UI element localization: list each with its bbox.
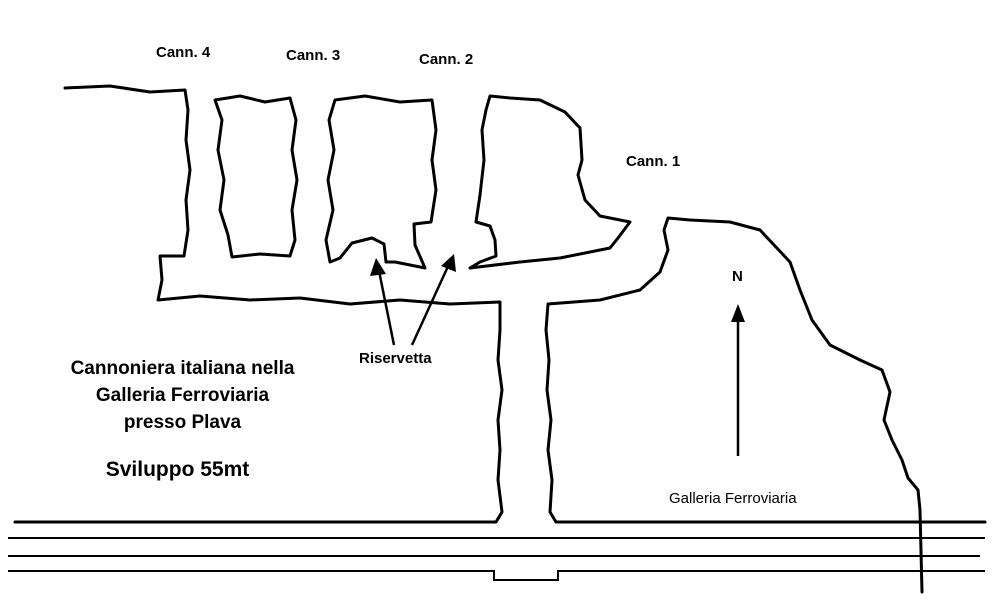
title-line-3: presso Plava (123, 412, 242, 433)
left-gallery-wall (13, 84, 504, 524)
label-cann-2: Cann. 2 (419, 51, 474, 68)
label-cann-1: Cann. 1 (626, 153, 681, 170)
label-riservetta: Riservetta (359, 350, 432, 367)
title-line-2: Galleria Ferroviaria (95, 385, 270, 406)
riservetta-arrow-right (410, 261, 452, 346)
label-cann-4: Cann. 4 (156, 44, 211, 61)
title-line-1: Cannoniera italiana nella (70, 358, 295, 379)
railway-line-3 (8, 570, 985, 581)
east-gallery-wall (544, 216, 987, 594)
chamber-2-pillar (468, 94, 632, 270)
diagram-title: Cannoniera italiana nella Galleria Ferro… (40, 355, 325, 436)
development-length: Sviluppo 55mt (105, 458, 250, 481)
chamber-3-pillar (324, 94, 438, 270)
chamber-4-pillar (213, 94, 299, 259)
north-arrowhead (731, 304, 745, 322)
riservetta-arrowhead-left (370, 258, 386, 276)
label-railway-tunnel: Galleria Ferroviaria (669, 490, 797, 507)
riservetta-arrowhead-right (441, 254, 456, 272)
riservetta-arrow-left (376, 265, 396, 346)
label-cann-3: Cann. 3 (286, 47, 341, 64)
label-north: N (732, 268, 743, 285)
